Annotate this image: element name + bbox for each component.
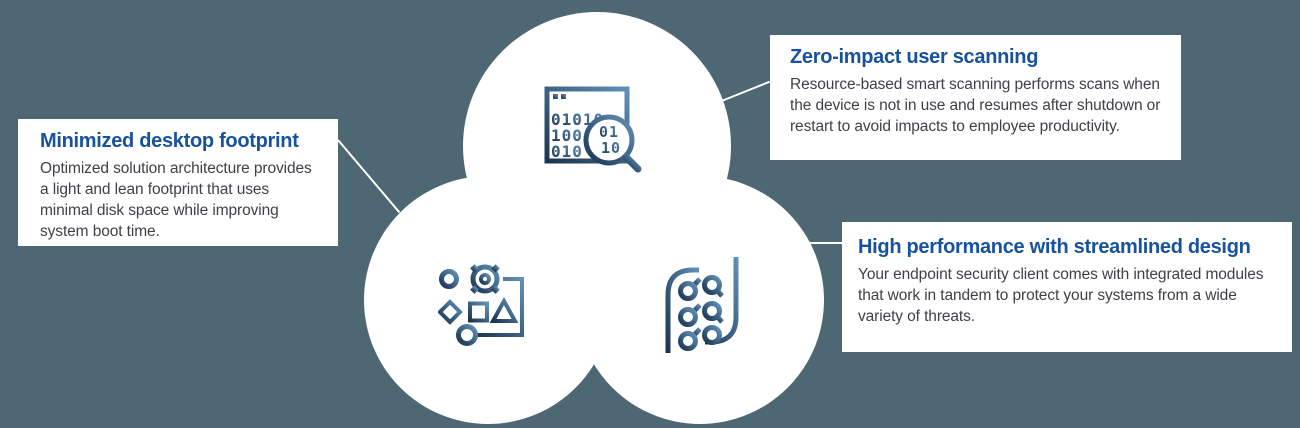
venn-circle-bottom-left [364, 176, 612, 424]
callout-minimized-desktop-footprint: Minimized desktop footprint Optimized so… [18, 119, 338, 246]
circuit-node [702, 275, 722, 295]
circuit-traces-icon [665, 257, 739, 353]
callout-body: Your endpoint security client comes with… [858, 266, 1264, 325]
flow-node-diamond [438, 299, 463, 325]
callout-zero-impact-user-scanning: Zero-impact user scanning Resource-based… [770, 35, 1181, 160]
connector-line-left-callout [337, 139, 401, 214]
callout-body: Optimized solution architecture provides… [40, 160, 312, 240]
binary-scan-magnifier-icon: 01010 100 010 01 10 [544, 86, 642, 173]
flow-node-triangle [489, 296, 519, 323]
titlebar-dot [561, 94, 566, 99]
circuit-node [702, 301, 722, 321]
binary-row: 100 [551, 126, 583, 145]
callout-high-performance-streamlined-design: High performance with streamlined design… [842, 222, 1292, 352]
titlebar-dot [553, 94, 558, 99]
flow-return-path [476, 277, 524, 337]
magnifier-handle [622, 153, 642, 173]
connector-line-right-callout [798, 242, 844, 244]
binary-row: 010 [551, 142, 583, 161]
circuit-left-curve [665, 267, 699, 353]
flow-node-circle [439, 269, 459, 289]
flow-node-square [468, 301, 489, 323]
circuit-node [678, 281, 698, 301]
circuit-node [678, 307, 698, 327]
flow-node-circle [456, 324, 478, 346]
lens-binary-row: 01 [599, 123, 619, 141]
process-workflow-gear-icon [438, 261, 524, 346]
magnifier-lens [583, 114, 635, 166]
callout-title: High performance with streamlined design [858, 236, 1251, 258]
lens-binary-row: 10 [601, 139, 621, 157]
gear-icon [470, 264, 500, 294]
gear-teeth [467, 261, 503, 297]
callout-title: Zero-impact user scanning [790, 46, 1039, 68]
callout-title: Minimized desktop footprint [40, 130, 299, 152]
circuit-node [678, 331, 698, 351]
venn-circle-bottom-right [576, 176, 824, 424]
circuit-node [702, 325, 722, 345]
callout-body: Resource-based smart scanning performs s… [790, 76, 1161, 135]
gear-hub [479, 273, 491, 285]
